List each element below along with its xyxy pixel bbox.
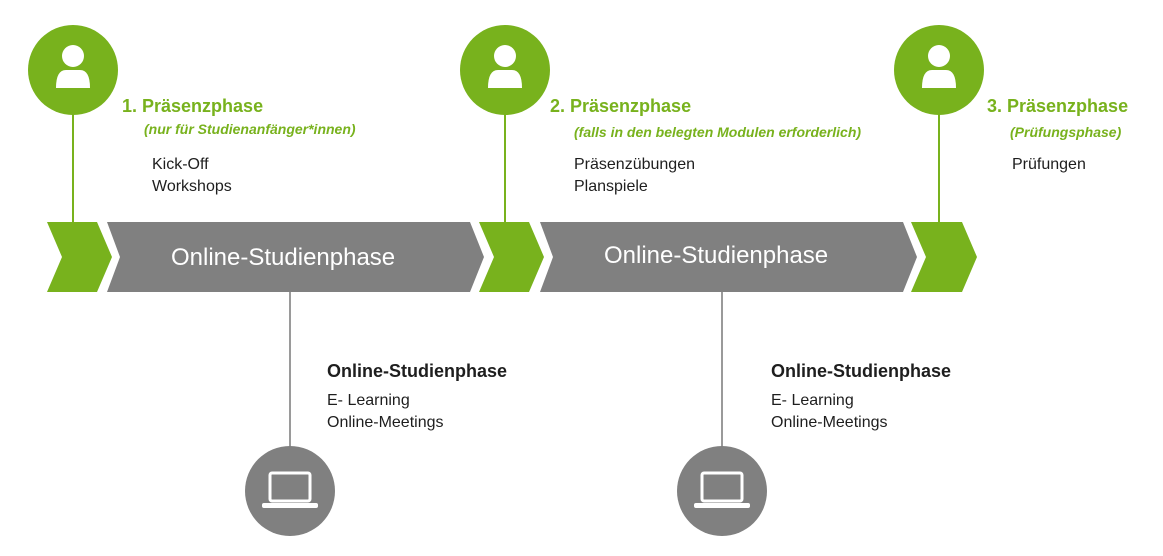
- laptop-icon: [245, 446, 335, 536]
- phase-2-title: 2. Präsenzphase: [550, 96, 692, 116]
- phase-1-item: Workshops: [152, 178, 232, 195]
- online-1-item: Online-Meetings: [327, 414, 444, 431]
- online-2-item: E- Learning: [771, 392, 854, 409]
- green-chevron-3: [911, 222, 977, 292]
- online-arrow-2-label: Online-Studienphase: [604, 242, 829, 269]
- green-chevron-2: [479, 222, 544, 292]
- phase-2-item: Planspiele: [574, 178, 648, 195]
- online-2-title: Online-Studienphase: [771, 361, 952, 381]
- green-chevron-1: [47, 222, 112, 292]
- online-arrow-2: [540, 222, 917, 292]
- online-arrow-1-label: Online-Studienphase: [171, 244, 396, 271]
- phase-3-subtitle: (Prüfungsphase): [1010, 124, 1122, 140]
- online-2-item: Online-Meetings: [771, 414, 888, 431]
- phase-3-item: Prüfungen: [1012, 156, 1086, 173]
- phase-1-subtitle: (nur für Studienanfänger*innen): [144, 121, 356, 137]
- laptop-icon: [677, 446, 767, 536]
- online-1-item: E- Learning: [327, 392, 410, 409]
- online-arrow-1: [107, 222, 484, 292]
- phase-1-item: Kick-Off: [152, 156, 209, 173]
- phase-3-title: 3. Präsenzphase: [987, 96, 1129, 116]
- user-icon: [28, 25, 118, 115]
- phase-1-title: 1. Präsenzphase: [122, 96, 264, 116]
- phase-2-item: Präsenzübungen: [574, 156, 695, 173]
- user-icon: [460, 25, 550, 115]
- phase-2-subtitle: (falls in den belegten Modulen erforderl…: [574, 124, 862, 140]
- user-icon: [894, 25, 984, 115]
- online-1-title: Online-Studienphase: [327, 361, 508, 381]
